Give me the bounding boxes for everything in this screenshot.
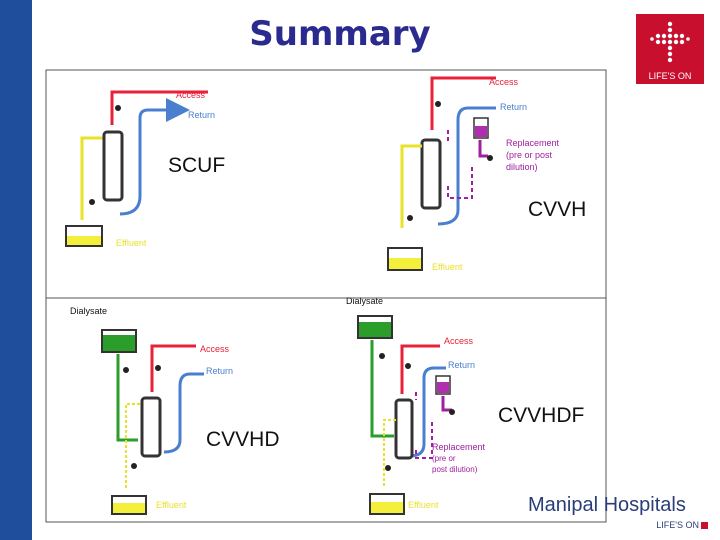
cvvh-return-label: Return — [500, 102, 527, 112]
cvvhdf-access-pump — [405, 363, 411, 369]
cvvh-access-line — [430, 76, 496, 100]
cvvh-replacement-label-2: (pre or post — [506, 150, 553, 160]
scuf-filter — [102, 130, 124, 202]
cvvhd-access-label: Access — [200, 344, 230, 354]
scuf-effluent-line — [80, 136, 104, 220]
cvvh-replacement-pump — [487, 155, 493, 161]
cvvh-effluent-fill — [389, 258, 421, 269]
scuf-return-label: Return — [188, 110, 215, 120]
cvvhdf-replacement-line — [441, 396, 452, 412]
brand-tagline: LIFE'S ON — [656, 520, 708, 530]
cvvhd-title: CVVHD — [206, 428, 280, 451]
cvvhdf-effluent-pump — [385, 465, 391, 471]
cvvhdf-replacement-label-2: (pre or — [432, 454, 456, 463]
scuf-return-line — [138, 98, 190, 122]
scuf-return-tube — [119, 118, 142, 216]
cvvhd-return-line — [178, 372, 204, 387]
cvvh-effluent-pump — [407, 215, 413, 221]
cvvh-replacement-label-1: Replacement — [506, 138, 560, 148]
cross-dots-icon — [650, 21, 690, 63]
cvvhd-effluent-fill — [113, 503, 145, 513]
cvvh-replacement-fill — [475, 126, 487, 137]
cvvhdf-replacement-label-1: Replacement — [432, 442, 486, 452]
cvvhd-return-label: Return — [206, 366, 233, 376]
scuf-title: SCUF — [168, 154, 225, 177]
scuf-effluent-label: Effluent — [116, 238, 147, 248]
brand-name: Manipal Hospitals — [528, 494, 686, 516]
left-accent-bar — [0, 0, 32, 540]
cvvh-effluent-label: Effluent — [432, 262, 463, 272]
cvvhd-effluent-pump — [131, 463, 137, 469]
brand-footer: Manipal Hospitals LIFE'S ON — [528, 494, 708, 530]
brand-dot-icon — [701, 522, 708, 530]
cvvhd-effluent-label: Effluent — [156, 500, 187, 510]
page-title: Summary — [249, 14, 431, 54]
cvvhdf-replacement-fill — [437, 382, 449, 393]
logo-tagline: LIFE'S ON — [648, 71, 692, 81]
cvvhd-return-tube — [163, 386, 182, 454]
cvvhdf-dialysate-label: Dialysate — [346, 296, 383, 306]
cvvhdf-effluent-fill — [371, 502, 403, 513]
cvvhd-panel: Dialysate Access Return Effluent CVVHD — [70, 306, 280, 515]
scuf-access-label: Access — [176, 90, 206, 100]
cvvhd-effluent-line — [125, 403, 142, 488]
cvvhd-filter — [140, 396, 162, 458]
cvvhd-access-pump — [155, 365, 161, 371]
cvvh-replacement-line — [478, 140, 488, 158]
cvvh-access-pump — [435, 101, 441, 107]
scuf-effluent-pump — [89, 199, 95, 205]
cvvhd-dialysate-fill — [103, 335, 135, 351]
cvvhdf-effluent-line — [383, 419, 396, 486]
cvvhd-dialysate-line — [116, 354, 138, 442]
cvvh-panel: Access Return Replacement (pre or post d… — [387, 76, 586, 272]
scuf-effluent-fill — [67, 236, 101, 245]
cvvh-replacement-label-3: dilution) — [506, 162, 538, 172]
cvvh-replacement-dilution — [447, 130, 473, 199]
cvvhdf-dialysate-pump — [379, 353, 385, 359]
cvvhd-access-line — [150, 344, 196, 364]
scuf-panel: Access Return Effluent SCUF — [65, 90, 225, 248]
cvvh-access-label: Access — [489, 77, 519, 87]
cvvhdf-replacement-pump — [449, 409, 455, 415]
cvvhdf-access-label: Access — [444, 336, 474, 346]
cvvh-return-line — [456, 106, 496, 121]
cvvhdf-replacement-dilution — [415, 392, 433, 459]
cvvhd-dialysate-pump — [123, 367, 129, 373]
cvvhdf-replacement-label-3: post dilution) — [432, 465, 478, 474]
cvvhdf-return-line — [422, 366, 446, 379]
cvvh-effluent-line — [400, 144, 422, 228]
cvvh-filter — [420, 138, 442, 210]
cvvh-title: CVVH — [528, 198, 586, 221]
cvvhdf-effluent-label: Effluent — [408, 500, 439, 510]
cvvhdf-dialysate-line — [370, 340, 394, 438]
logo: LIFE'S ON — [636, 14, 704, 84]
cvvhdf-filter — [394, 398, 414, 460]
cvvhdf-access-line — [400, 344, 440, 362]
cvvhdf-dialysate-fill — [359, 322, 391, 337]
cvvhd-dialysate-label: Dialysate — [70, 306, 107, 316]
brand-tagline-text: LIFE'S ON — [656, 520, 699, 530]
cvvh-return-tube — [437, 120, 460, 226]
scuf-access-line — [110, 90, 208, 104]
cvvhdf-return-label: Return — [448, 360, 475, 370]
scuf-access-pump — [115, 105, 121, 111]
cvvhdf-panel: Dialysate Access Return Replacement (pre… — [346, 296, 584, 515]
diagram-frame — [45, 69, 607, 523]
cvvhdf-title: CVVHDF — [498, 404, 584, 427]
